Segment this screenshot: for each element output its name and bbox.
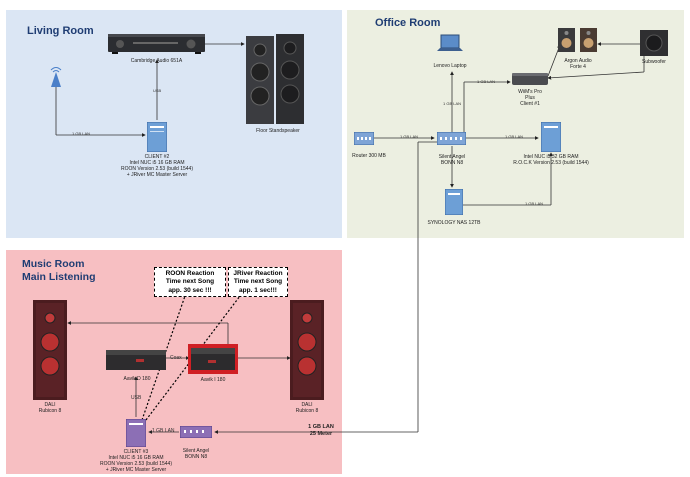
cambridge-label: Cambridge Audio 651A	[130, 58, 183, 64]
music-coax-label: Coax	[170, 355, 182, 361]
floor-speaker-label: Floor Standspeaker	[256, 128, 300, 134]
cambridge-amp-icon	[108, 34, 205, 54]
argon-speakers-icon	[558, 28, 597, 52]
silent-angel-music-icon	[180, 426, 212, 438]
nuc-rock-label: Intel NUC i5 32 GB RAM R.O.C.K Version 2…	[513, 154, 589, 166]
office-router-lan-label: 1 GB LAN	[400, 134, 419, 139]
router-icon	[354, 132, 374, 145]
wiim-streamer-icon	[512, 73, 548, 85]
subwoofer-label: Subwoofer	[642, 59, 666, 65]
dali-left-speaker-icon	[33, 300, 67, 400]
office-room-zone	[347, 10, 684, 238]
silent-angel-office-label: Silent Angel BONN N8	[438, 154, 466, 166]
office-room-title: Office Room	[375, 17, 441, 29]
jriver-reaction-note: JRiver Reaction Time next Song app. 1 se…	[228, 267, 288, 297]
roon-reaction-note: ROON Reaction Time next Song app. 30 sec…	[154, 267, 226, 297]
living-room-title: Living Room	[27, 25, 94, 37]
client3-server-icon	[126, 419, 146, 447]
laptop-label: Lenovo Laptop	[433, 63, 467, 69]
aavik-d-label: Aavik D 180	[123, 376, 151, 382]
office-rock-lan-label: 1 GB LAN	[505, 134, 524, 139]
nas-label: SYNOLOGY NAS 12TB	[427, 220, 481, 226]
nas-server-icon	[445, 189, 463, 215]
client2-label: CLIENT #2 Intel NUC i5 16 GB RAM ROON Ve…	[121, 154, 193, 178]
wifi-antenna-icon	[50, 67, 62, 87]
laptop-icon	[437, 34, 463, 51]
subwoofer-icon	[640, 30, 668, 56]
office-wiim-lan-label: 1 GB LAN	[477, 79, 496, 84]
floor-speaker-icon	[246, 34, 304, 124]
sub-to-wiim-wire	[547, 71, 645, 80]
client2-server-icon	[147, 122, 167, 152]
long-run-label: 1 GB LAN 25 Meter	[308, 424, 334, 437]
office-nas-lan-label: 1 GB LAN	[525, 201, 544, 206]
music-usb-label: USB	[131, 395, 142, 401]
silent-angel-music-label: Silent Angel BONN N8	[182, 448, 210, 460]
music-room-title: Music Room Main Listening	[22, 258, 96, 284]
router-label: Router 300 MB	[352, 153, 386, 159]
aavik-i-label: Aavik I 180	[200, 377, 226, 383]
music-lan-label: 1 GB LAN	[152, 428, 175, 434]
dali-right-label: DALI Rubicon 8	[295, 402, 319, 414]
aavik-d-dac-icon	[106, 350, 166, 370]
wiim-label: WiiM's Pro Plus Client #1	[518, 89, 542, 107]
aavik-i-amp-icon	[188, 344, 238, 374]
client3-label: CLIENT #3 Intel NUC i5 16 GB RAM ROON Ve…	[100, 449, 172, 473]
silent-angel-office-icon	[437, 132, 466, 145]
argon-label: Argon Audio Forte 4	[564, 58, 592, 70]
living-usb-label: USB	[153, 88, 162, 93]
nuc-rock-server-icon	[541, 122, 561, 152]
office-laptop-lan-label: 1 GB LAN	[443, 101, 462, 106]
dali-left-label: DALI Rubicon 8	[38, 402, 62, 414]
living-lan-label: 1 GB LAN	[72, 131, 91, 136]
dali-right-speaker-icon	[290, 300, 324, 400]
